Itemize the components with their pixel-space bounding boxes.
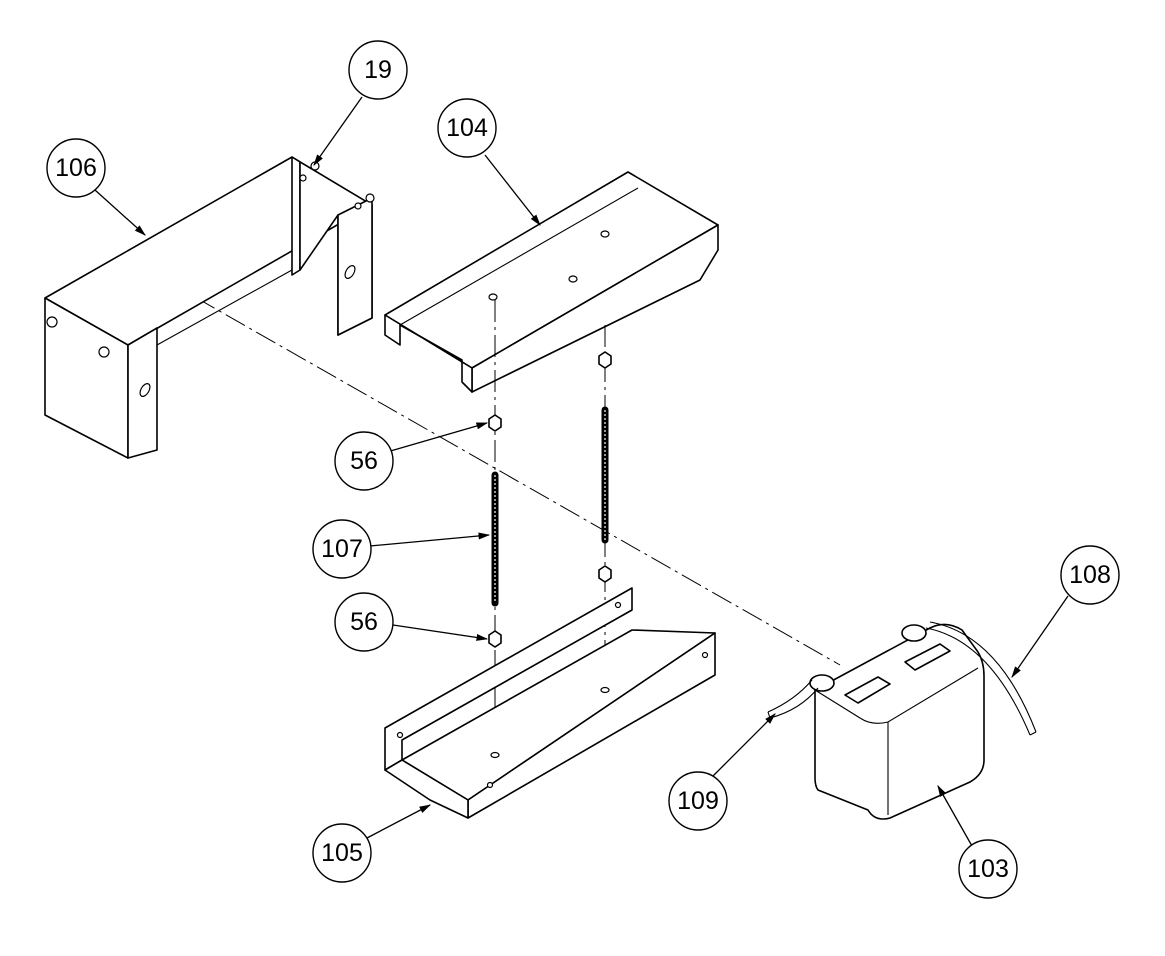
battery-103: [809, 623, 985, 820]
svg-text:109: 109: [677, 787, 719, 815]
svg-text:104: 104: [446, 114, 488, 142]
nut-lower-left: [488, 630, 502, 648]
nut-upper-left: [488, 414, 502, 432]
leader-104: [484, 154, 541, 226]
tray-105: [384, 587, 716, 819]
nut-lower-right: [598, 565, 612, 583]
cable-108: [925, 621, 1037, 736]
svg-text:56: 56: [350, 447, 378, 475]
leader-108: [1011, 595, 1069, 678]
svg-text:105: 105: [321, 839, 363, 867]
leader-109: [711, 713, 776, 778]
callout-19: 19: [348, 40, 408, 100]
svg-text:108: 108: [1069, 561, 1111, 589]
callout-108: 108: [1060, 545, 1120, 605]
leader-106: [94, 189, 146, 236]
callout-107: 107: [312, 519, 372, 579]
leader-56-upper: [386, 422, 489, 453]
callout-56-lower: 56: [334, 592, 394, 652]
callout-106: 106: [46, 138, 106, 198]
leader-56-lower: [392, 624, 489, 641]
callout-104: 104: [437, 98, 497, 158]
bracket-106: [44, 156, 375, 459]
callout-103: 103: [958, 839, 1018, 899]
nut-upper-right: [598, 351, 612, 369]
callout-109: 109: [668, 771, 728, 831]
leader-103: [937, 784, 973, 847]
svg-text:107: 107: [321, 535, 363, 563]
callout-56-upper: 56: [334, 431, 394, 491]
svg-text:19: 19: [364, 56, 392, 84]
callout-105: 105: [312, 823, 372, 883]
svg-text:106: 106: [55, 154, 97, 182]
leader-107: [369, 532, 491, 547]
leader-105: [366, 804, 432, 839]
channel-104: [384, 171, 719, 393]
svg-text:103: 103: [967, 855, 1009, 883]
leader-19: [313, 96, 363, 166]
center-axis-line: [164, 279, 841, 666]
svg-text:56: 56: [350, 608, 378, 636]
